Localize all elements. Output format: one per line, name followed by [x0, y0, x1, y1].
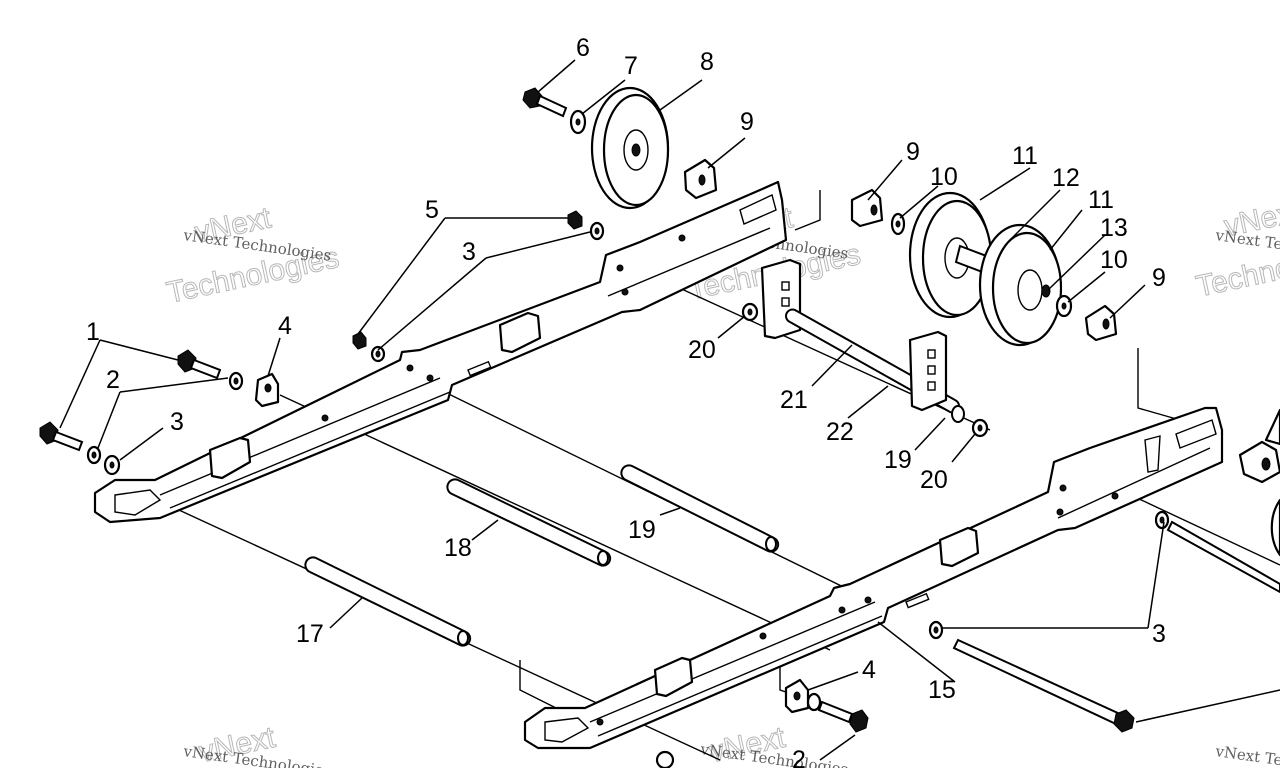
cross-shaft-17: [304, 556, 472, 647]
cross-shaft-19: [620, 464, 780, 553]
spacer-9-far-right: [1238, 440, 1280, 484]
callout-labels: 1 2 2 3 3 3 4 4 5 6 7 8 9 9 9 10 10 11 1…: [86, 34, 1166, 768]
nut-5: [352, 210, 583, 350]
bolt-2-right: [655, 692, 869, 768]
washer-3-left: [103, 454, 121, 476]
wheel-far-right-partial: [1264, 408, 1280, 557]
callout-19: 19: [884, 446, 912, 474]
washer-10-right: [1055, 294, 1073, 318]
callout-11: 11: [1088, 186, 1114, 214]
callout-19: 19: [628, 516, 656, 544]
long-bolt-upper: [1154, 510, 1280, 594]
rear-wheel-11-right: [978, 223, 1063, 347]
spacer-9-rear-right: [1084, 304, 1118, 342]
callout-6: 6: [576, 34, 590, 62]
leader-lines: [59, 59, 1280, 761]
callout-13: 13: [1100, 214, 1128, 242]
bracket-4-right: [784, 678, 810, 714]
spacer-9-rear-left: [850, 188, 884, 228]
callout-4: 4: [278, 312, 292, 340]
washer-3-upper: [370, 221, 605, 363]
bolt-1-lower: [39, 421, 84, 452]
washer-2-upper: [228, 371, 244, 391]
callout-8: 8: [700, 48, 714, 76]
callout-5: 5: [425, 196, 439, 224]
long-bolt-lower: [952, 638, 1135, 733]
callout-7: 7: [624, 52, 638, 80]
callout-2: 2: [792, 746, 806, 768]
callout-1: 1: [86, 318, 100, 346]
bolt-6: [522, 87, 568, 118]
callout-12: 12: [1052, 164, 1080, 192]
callout-3: 3: [170, 408, 184, 436]
bolt-1-upper: [177, 349, 222, 380]
callout-10: 10: [930, 163, 958, 191]
rear-axle-assembly: [760, 258, 965, 423]
callout-22: 22: [826, 418, 854, 446]
idler-wheel-8: [590, 86, 670, 210]
callout-20: 20: [920, 466, 948, 494]
callout-20: 20: [688, 336, 716, 364]
callout-21: 21: [780, 386, 808, 414]
callout-3: 3: [1152, 620, 1166, 648]
callout-3: 3: [462, 238, 476, 266]
watermark-text-bottom-right: vNext Technologies: [1213, 742, 1280, 768]
left-side-rail: [93, 180, 788, 524]
callout-15: 15: [928, 676, 956, 704]
washer-2-lower: [86, 445, 102, 465]
callout-17: 17: [296, 620, 324, 648]
cross-shaft-18: [446, 478, 612, 567]
spacer-9-upper: [683, 158, 718, 200]
washer-20-upper: [741, 302, 759, 322]
callout-11: 11: [1012, 142, 1038, 170]
bracket-4-left: [254, 372, 280, 408]
callout-9: 9: [740, 108, 754, 136]
callout-4: 4: [862, 656, 876, 684]
callout-10: 10: [1100, 246, 1128, 274]
right-side-rail: [523, 406, 1224, 750]
washer-20-lower: [971, 418, 989, 438]
washer-3-right: [928, 620, 944, 640]
callout-18: 18: [444, 534, 472, 562]
washer-7: [569, 109, 587, 135]
callout-9: 9: [906, 138, 920, 166]
callout-9: 9: [1152, 264, 1166, 292]
washer-10-left: [890, 212, 906, 236]
callout-2: 2: [106, 366, 120, 394]
